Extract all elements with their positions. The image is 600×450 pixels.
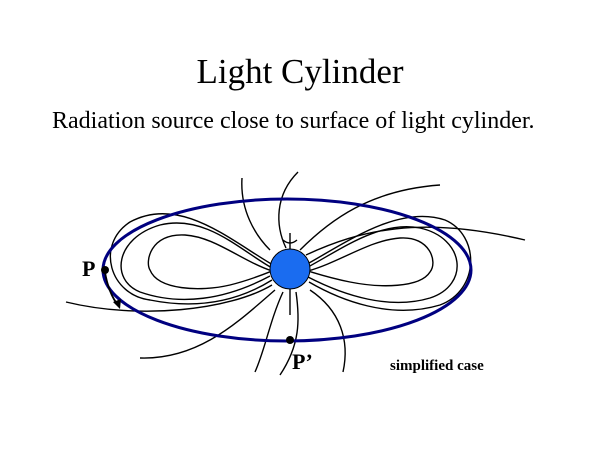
caption: simplified case	[390, 358, 484, 374]
field-line	[65, 284, 273, 312]
field-line	[305, 226, 526, 256]
field-line	[309, 289, 346, 373]
rotation-arrow-icon	[282, 239, 298, 244]
field-loop	[109, 212, 274, 305]
arrowhead-icon	[113, 299, 121, 309]
field-loop	[307, 237, 434, 287]
field-loop	[307, 226, 458, 304]
field-line	[241, 177, 271, 251]
label-p-prime: P’	[292, 349, 313, 374]
field-line	[299, 184, 441, 251]
field-loop	[147, 234, 273, 290]
slide-body-text: Radiation source close to surface of lig…	[52, 108, 535, 134]
point-p-prime-dot	[286, 336, 294, 344]
field-line	[254, 291, 284, 373]
neutron-star	[269, 248, 311, 290]
label-p: P	[82, 256, 95, 281]
slide-title: Light Cylinder	[196, 52, 404, 91]
field-line	[139, 289, 276, 359]
field-loop	[308, 215, 472, 311]
field-line	[279, 291, 299, 376]
field-line	[278, 171, 299, 249]
field-loop	[120, 222, 273, 301]
point-p-dot	[101, 266, 109, 274]
